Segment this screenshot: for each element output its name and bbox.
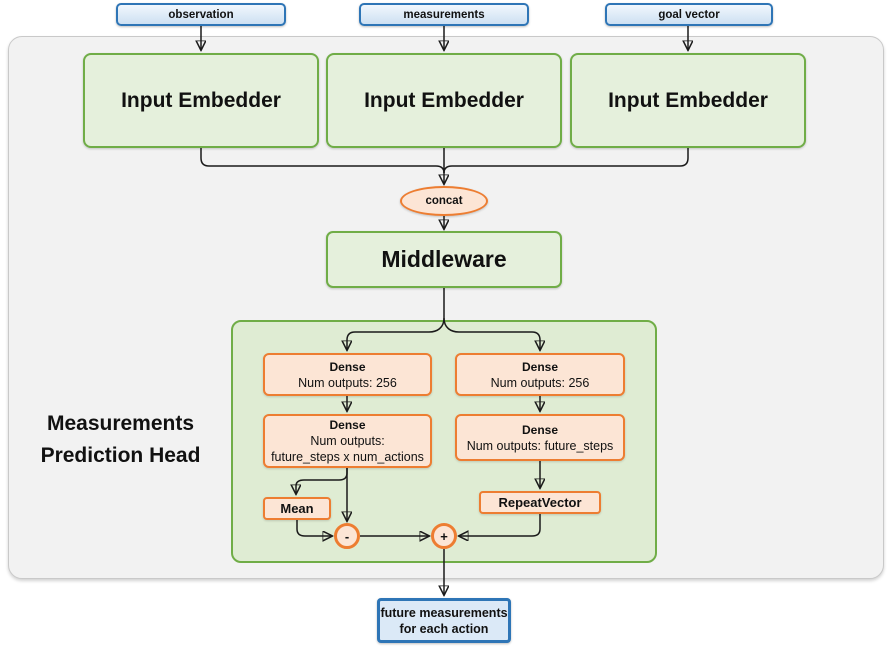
concat-node: concat — [400, 186, 488, 216]
input-embedder-box-3: Input Embedder — [570, 53, 806, 148]
dense-right-2-box: Dense Num outputs: future_steps — [455, 414, 625, 461]
prediction-head-title-line1: Measurements — [46, 412, 195, 435]
dense-num-outputs: Num outputs: — [310, 434, 385, 448]
embedder-label: Input Embedder — [364, 88, 524, 112]
dense-num-outputs: Num outputs: 256 — [298, 375, 397, 390]
input-embedder-box-1: Input Embedder — [83, 53, 319, 148]
output-box-future-measurements: future measurements for each action — [377, 598, 511, 643]
concat-label: concat — [425, 195, 463, 207]
input-box-goal-vector: goal vector — [605, 3, 773, 26]
mean-label: Mean — [280, 501, 314, 516]
middleware-label: Middleware — [381, 246, 507, 272]
dense-right-1-box: Dense Num outputs: 256 — [455, 353, 625, 396]
dense-num-outputs: Num outputs: 256 — [490, 375, 590, 390]
embedder-label: Input Embedder — [121, 88, 281, 112]
dense-left-1-box: Dense Num outputs: 256 — [263, 353, 432, 396]
plus-operation-node: + — [431, 523, 457, 549]
input-label: measurements — [403, 8, 485, 21]
repeat-vector-box: RepeatVector — [479, 491, 601, 514]
input-box-measurements: measurements — [359, 3, 529, 26]
dense-title: Dense — [521, 422, 559, 437]
repeat-vector-label: RepeatVector — [498, 495, 582, 510]
prediction-head-title: Measurements Prediction Head — [18, 408, 223, 472]
dense-left-2-box: Dense Num outputs: future_steps x num_ac… — [263, 414, 432, 468]
input-box-observation: observation — [116, 3, 286, 26]
minus-label: - — [344, 528, 350, 544]
input-embedder-box-2: Input Embedder — [326, 53, 562, 148]
embedder-label: Input Embedder — [608, 88, 768, 112]
dense-title: Dense — [329, 418, 366, 432]
mean-box: Mean — [263, 497, 331, 520]
output-label-line2: for each action — [399, 621, 489, 636]
dense-title: Dense — [521, 359, 559, 374]
dense-title: Dense — [329, 359, 366, 374]
dense-num-outputs: Num outputs: future_steps — [466, 438, 614, 453]
output-label-line1: future measurements — [380, 605, 508, 620]
input-label: goal vector — [658, 8, 720, 21]
prediction-head-title-line2: Prediction Head — [40, 444, 201, 467]
plus-label: + — [440, 528, 448, 544]
minus-operation-node: - — [334, 523, 360, 549]
dense-num-outputs-2: future_steps x num_actions — [271, 450, 424, 464]
middleware-box: Middleware — [326, 231, 562, 288]
input-label: observation — [168, 8, 234, 21]
